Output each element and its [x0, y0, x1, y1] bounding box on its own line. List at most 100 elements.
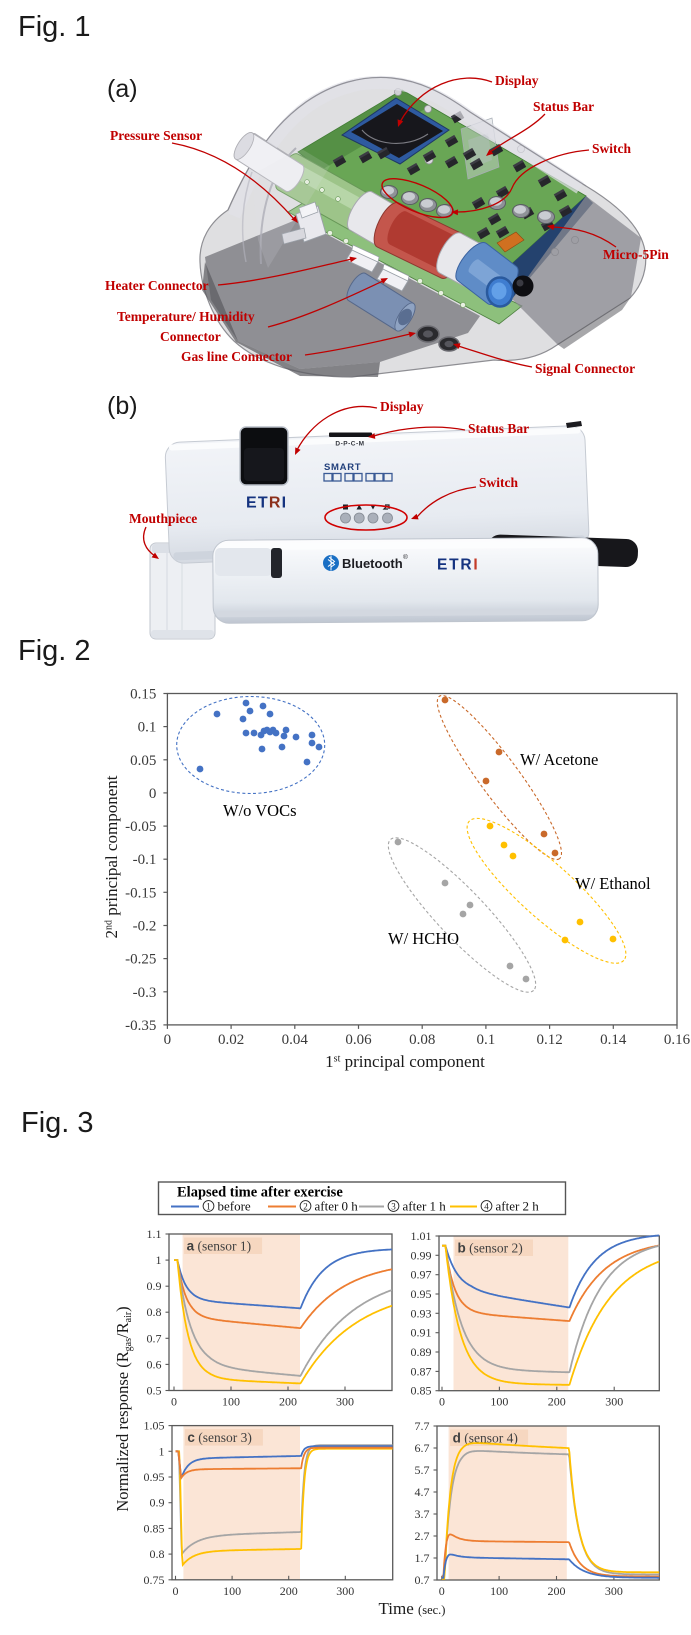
svg-text:a (sensor 1): a (sensor 1): [187, 1239, 252, 1254]
svg-text:Gas line Connector: Gas line Connector: [181, 349, 292, 364]
svg-text:3: 3: [391, 1201, 396, 1211]
svg-text:0.99: 0.99: [411, 1248, 432, 1262]
svg-text:6.7: 6.7: [415, 1441, 430, 1455]
svg-text:0.87: 0.87: [411, 1364, 432, 1378]
svg-text:Heater Connector: Heater Connector: [105, 278, 209, 293]
svg-text:0.15: 0.15: [130, 687, 156, 703]
svg-text:0.08: 0.08: [409, 1032, 435, 1048]
svg-text:200: 200: [279, 1395, 297, 1409]
svg-text:1.1: 1.1: [147, 1227, 162, 1241]
svg-text:0.6: 0.6: [147, 1357, 162, 1371]
svg-text:1.7: 1.7: [415, 1551, 430, 1565]
svg-text:0.1: 0.1: [138, 720, 157, 736]
svg-text:-0.3: -0.3: [133, 985, 157, 1001]
svg-text:Status Bar: Status Bar: [533, 99, 594, 114]
svg-text:0.7: 0.7: [415, 1573, 430, 1587]
svg-text:0.9: 0.9: [150, 1496, 165, 1510]
svg-text:D-P-C-M: D-P-C-M: [335, 441, 364, 448]
svg-text:4.7: 4.7: [415, 1485, 430, 1499]
svg-text:Switch: Switch: [479, 475, 518, 490]
svg-text:after 0 h: after 0 h: [315, 1199, 359, 1214]
svg-text:2.7: 2.7: [415, 1529, 430, 1543]
svg-text:Bluetooth: Bluetooth: [342, 556, 403, 571]
svg-text:200: 200: [280, 1584, 298, 1598]
svg-text:0.97: 0.97: [411, 1268, 432, 1282]
svg-text:0.02: 0.02: [218, 1032, 244, 1048]
svg-text:after 2 h: after 2 h: [496, 1199, 540, 1214]
svg-text:100: 100: [490, 1395, 508, 1409]
svg-text:200: 200: [548, 1584, 566, 1598]
svg-text:Mouthpiece: Mouthpiece: [129, 511, 197, 526]
svg-text:W/o VOCs: W/o VOCs: [223, 801, 297, 820]
svg-text:5.7: 5.7: [415, 1463, 430, 1477]
svg-text:0.85: 0.85: [144, 1521, 165, 1535]
svg-text:-0.2: -0.2: [133, 919, 157, 935]
svg-text:1.01: 1.01: [411, 1229, 432, 1243]
svg-text:(b): (b): [107, 392, 138, 420]
svg-text:-0.1: -0.1: [133, 852, 157, 868]
svg-text:0.93: 0.93: [411, 1306, 432, 1320]
svg-text:0.85: 0.85: [411, 1384, 432, 1398]
svg-text:(a): (a): [107, 75, 138, 103]
svg-text:Display: Display: [495, 73, 539, 88]
svg-text:0.9: 0.9: [147, 1279, 162, 1293]
svg-text:1st principal component: 1st principal component: [325, 1052, 485, 1071]
svg-text:Display: Display: [380, 399, 424, 414]
svg-text:3.7: 3.7: [415, 1507, 430, 1521]
svg-text:0.12: 0.12: [536, 1032, 562, 1048]
svg-text:0.5: 0.5: [147, 1384, 162, 1398]
svg-text:Status Bar: Status Bar: [468, 421, 529, 436]
svg-text:0.05: 0.05: [130, 753, 156, 769]
svg-text:100: 100: [223, 1584, 241, 1598]
svg-text:W/ Acetone: W/ Acetone: [520, 750, 598, 769]
svg-text:0: 0: [173, 1584, 179, 1598]
svg-text:Elapsed time after exercise: Elapsed time after exercise: [177, 1185, 343, 1201]
svg-text:0.7: 0.7: [147, 1331, 162, 1345]
svg-text:300: 300: [336, 1584, 354, 1598]
svg-text:0.95: 0.95: [144, 1470, 165, 1484]
svg-text:Micro-5Pin: Micro-5Pin: [603, 247, 669, 262]
svg-text:4: 4: [484, 1201, 489, 1211]
svg-text:300: 300: [605, 1395, 623, 1409]
svg-text:ETRI: ETRI: [246, 495, 287, 512]
svg-text:0.95: 0.95: [411, 1287, 432, 1301]
svg-text:0.04: 0.04: [282, 1032, 309, 1048]
svg-text:Fig. 1: Fig. 1: [18, 11, 91, 43]
svg-text:®: ®: [403, 553, 408, 561]
svg-text:1: 1: [206, 1201, 211, 1211]
svg-text:0: 0: [439, 1395, 445, 1409]
svg-text:0: 0: [439, 1584, 445, 1598]
svg-text:Connector: Connector: [160, 329, 221, 344]
svg-text:Pressure Sensor: Pressure Sensor: [110, 128, 202, 143]
svg-text:0: 0: [171, 1395, 177, 1409]
svg-text:-0.15: -0.15: [125, 885, 156, 901]
svg-text:ETRI: ETRI: [437, 557, 480, 574]
svg-text:W/ Ethanol: W/ Ethanol: [575, 874, 651, 893]
svg-text:-0.35: -0.35: [125, 1018, 156, 1034]
svg-text:300: 300: [336, 1395, 354, 1409]
svg-text:0.06: 0.06: [345, 1032, 372, 1048]
svg-text:before: before: [218, 1199, 251, 1214]
svg-text:7.7: 7.7: [415, 1419, 430, 1433]
svg-text:0.75: 0.75: [144, 1573, 165, 1587]
svg-text:0.89: 0.89: [411, 1345, 432, 1359]
svg-text:1: 1: [159, 1444, 165, 1458]
svg-text:100: 100: [490, 1584, 508, 1598]
svg-text:2: 2: [303, 1201, 308, 1211]
svg-text:W/ HCHO: W/ HCHO: [388, 929, 459, 948]
svg-text:Fig. 3: Fig. 3: [21, 1107, 94, 1139]
svg-text:d (sensor 4): d (sensor 4): [453, 1431, 518, 1446]
svg-text:Temperature/ Humidity: Temperature/ Humidity: [117, 309, 255, 324]
svg-text:b (sensor 2): b (sensor 2): [458, 1241, 523, 1256]
svg-text:0: 0: [164, 1032, 172, 1048]
svg-text:200: 200: [548, 1395, 566, 1409]
svg-text:0: 0: [149, 786, 157, 802]
svg-text:0.16: 0.16: [664, 1032, 691, 1048]
svg-text:300: 300: [605, 1584, 623, 1598]
svg-text:SMART: SMART: [324, 462, 361, 473]
svg-text:Signal Connector: Signal Connector: [535, 361, 635, 376]
svg-text:0.14: 0.14: [600, 1032, 627, 1048]
svg-text:-0.25: -0.25: [125, 952, 156, 968]
svg-text:2nd principal component: 2nd principal component: [102, 775, 121, 938]
svg-text:Switch: Switch: [592, 141, 631, 156]
